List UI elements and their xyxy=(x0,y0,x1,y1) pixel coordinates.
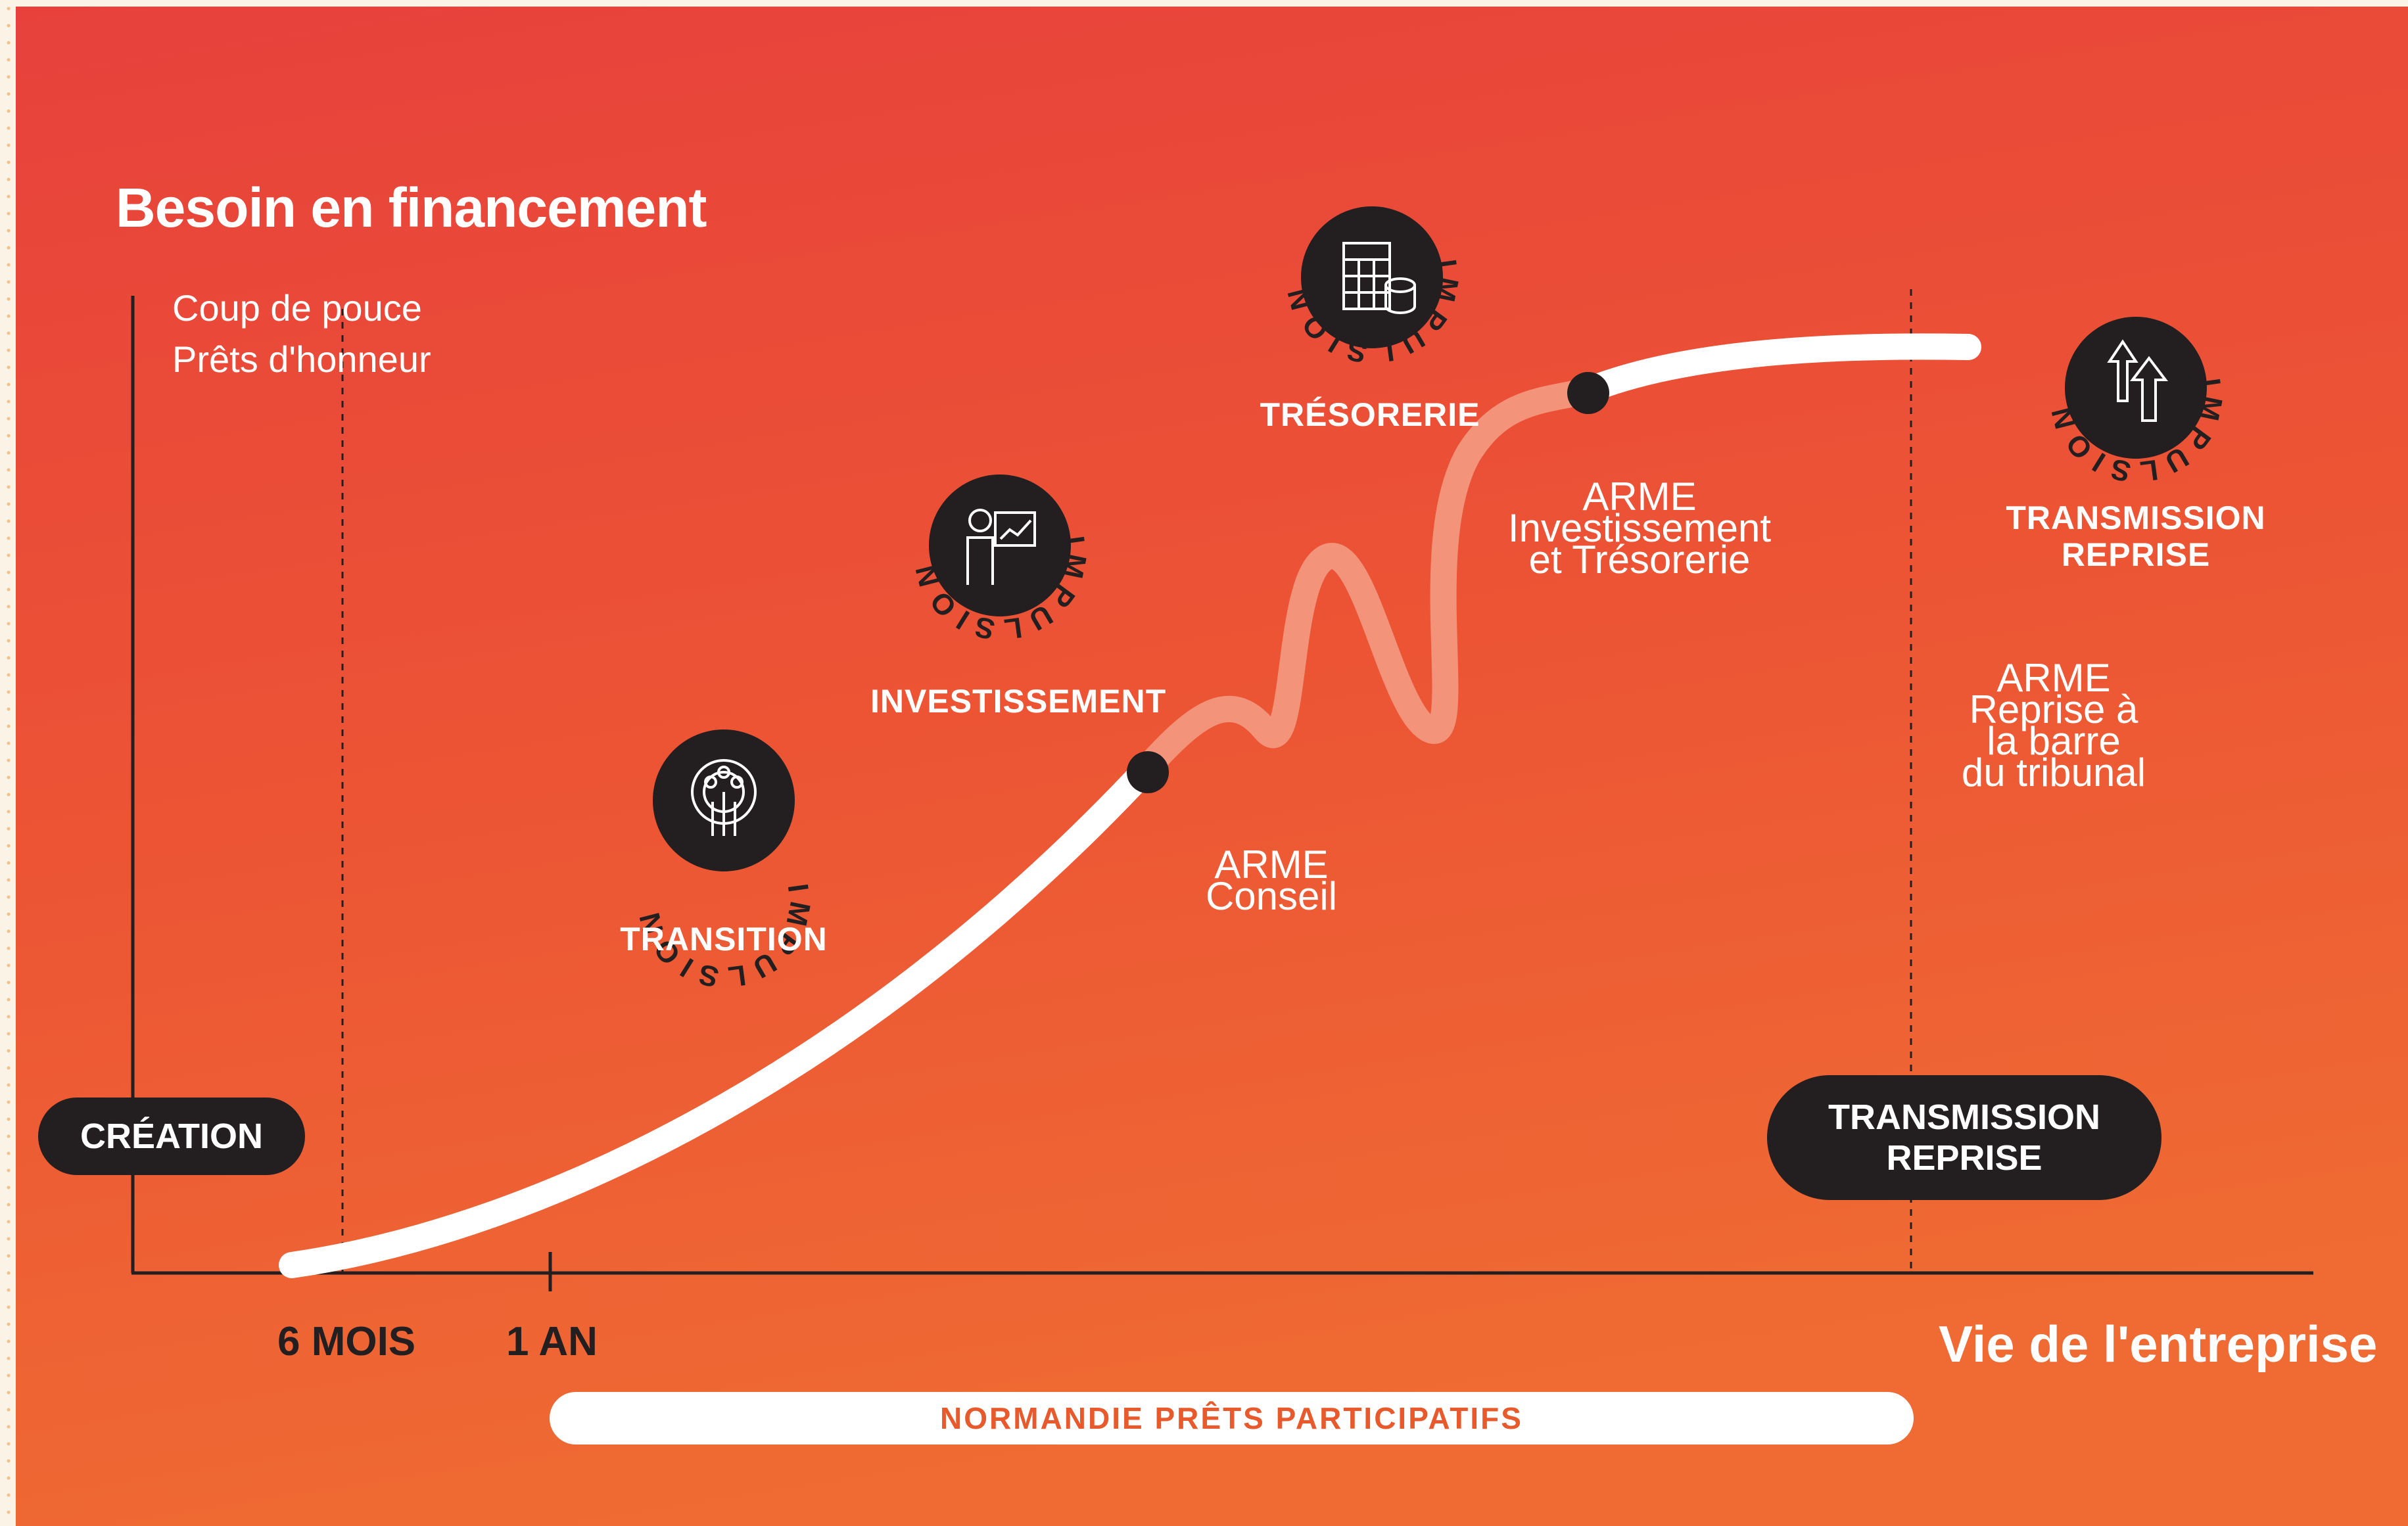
product-investissement-label: INVESTISSEMENT xyxy=(870,683,1167,720)
badge-transmission: IMPULSION PROXIMITÉ xyxy=(16,7,2229,488)
badge-transmission-ring-text: IMPULSION PROXIMITÉ xyxy=(16,7,2222,488)
arme-reprise-sub3: du tribunal xyxy=(1961,751,2146,795)
arme-invest-sub2: et Trésorerie xyxy=(1528,538,1751,582)
transmission-pill-line1: TRANSMISSION xyxy=(1828,1098,2101,1137)
gear-tree-icon xyxy=(691,759,757,836)
growth-diagram xyxy=(131,289,2313,1291)
arme-invest-title: ARME xyxy=(1582,474,1697,519)
arme-conseil-title: ARME xyxy=(1214,843,1329,887)
arme-investissement: ARME Investissement et Trésorerie xyxy=(1475,474,1804,582)
arme-conseil-dot xyxy=(1127,751,1169,793)
badge-transition: IMPULSION PROXIMITÉ xyxy=(16,7,810,994)
arme-investissement-dot xyxy=(1567,372,1609,414)
arme-reprise-sub1: Reprise à xyxy=(1969,687,2138,731)
badges-layer: IMPULSION PROXIMITÉ IMPULSION PROXIMITÉ xyxy=(16,7,2229,994)
product-transmission-line1: TRANSMISSION xyxy=(2006,499,2266,536)
product-transition-label: TRANSITION xyxy=(620,921,828,958)
tick-one-year: 1 AN xyxy=(506,1319,598,1364)
growth-curve-lower xyxy=(279,756,1160,1278)
wavy-curve xyxy=(1133,378,1600,782)
calculator-coins-icon xyxy=(1342,242,1416,314)
growth-arrows-icon xyxy=(2107,339,2169,422)
tick-six-months: 6 MOIS xyxy=(277,1319,416,1364)
x-axis-label: Vie de l'entreprise xyxy=(1939,1315,2378,1373)
arme-reprise-title: ARME xyxy=(1996,656,2111,700)
product-coup-de-pouce: Coup de pouce xyxy=(172,287,422,329)
arme-conseil: ARME Conseil xyxy=(1133,843,1409,918)
product-transmission-label: TRANSMISSION REPRISE xyxy=(2001,499,2271,573)
arme-invest-sub1: Investissement xyxy=(1507,506,1772,550)
growth-curve-upper xyxy=(1574,333,1981,404)
product-transmission-line2: REPRISE xyxy=(2061,536,2211,573)
creation-pill: CRÉATION xyxy=(38,1098,305,1175)
diagram-panel: IMPULSION PROXIMITÉ IMPULSION PROXIMITÉ xyxy=(16,7,2408,1526)
creation-pill-label: CRÉATION xyxy=(80,1117,263,1156)
normandie-prets-participatifs-bar: NORMANDIE PRÊTS PARTICIPATIFS xyxy=(550,1392,1914,1445)
transmission-pill-line2: REPRISE xyxy=(1886,1138,2042,1178)
presentation-chart-icon xyxy=(966,509,1036,585)
diagram-title: Besoin en financement xyxy=(116,177,707,239)
product-prets-honneur: Prêts d'honneur xyxy=(172,338,431,380)
transmission-pill: TRANSMISSION REPRISE xyxy=(1767,1075,2161,1200)
badge-transmission-disc xyxy=(2065,317,2207,459)
arme-conseil-sub: Conseil xyxy=(1205,874,1338,918)
arme-reprise-sub2: la barre xyxy=(1987,719,2121,763)
arme-reprise: ARME Reprise à la barre du tribunal xyxy=(1909,656,2198,795)
product-tresorerie-label: TRÉSORERIE xyxy=(1260,396,1480,433)
top-left-products: Coup de pouce Prêts d'honneur xyxy=(172,283,431,385)
svg-text:IMPULSION PROXIMITÉ: IMPULSION PROXIMITÉ xyxy=(16,7,2229,488)
